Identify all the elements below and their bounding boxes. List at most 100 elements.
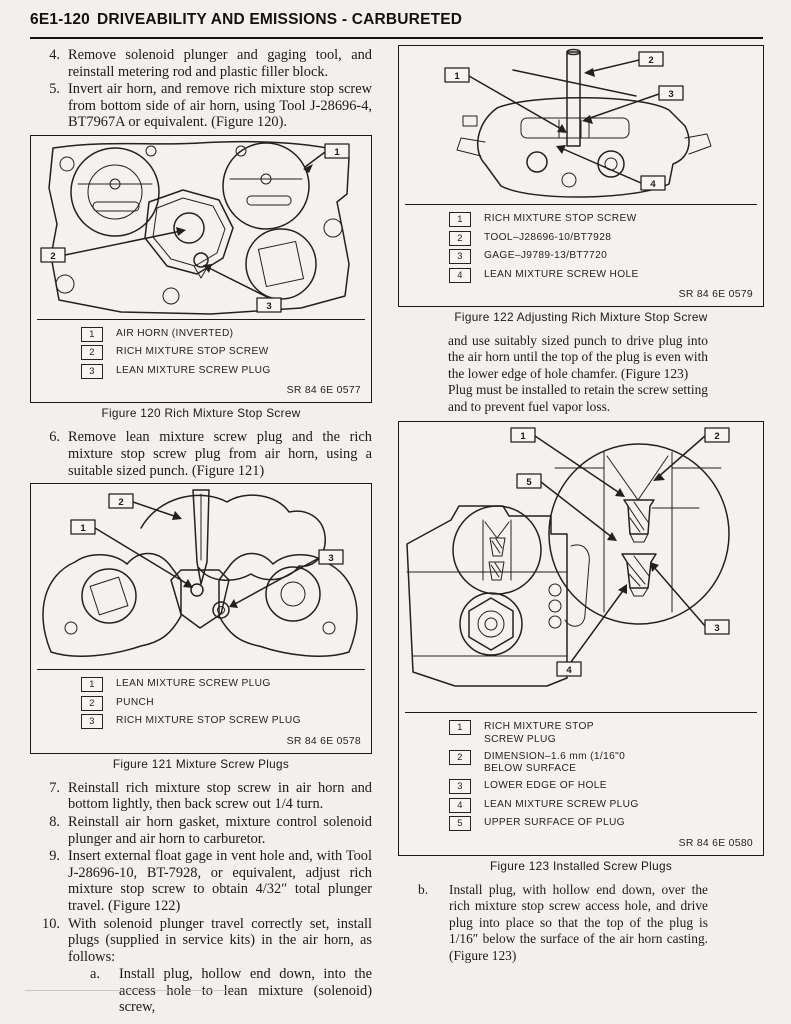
legend-number: 3 [81,714,103,730]
legend-number: 2 [81,345,103,361]
step-10: 10. With solenoid plunger travel correct… [30,916,372,966]
legend-number: 1 [81,326,103,342]
svg-text:1: 1 [454,71,460,82]
callout-1: 1 [510,427,625,498]
step-number: 4. [49,47,60,63]
figure-120-caption: Figure 120 Rich Mixture Stop Screw [101,406,301,421]
callout-2: 2 [653,427,730,482]
figure-120-legend: 1 AIR HORN (INVERTED) 2 RICH MIXTURE STO… [31,320,371,385]
callout-3: 3 [203,263,282,313]
step-5: 5. Invert air horn, and remove rich mixt… [30,81,372,131]
figure-121-box: 2 1 3 1 LEAN MIXTURE SCREW PLUG 2 [30,483,372,754]
callout-1: 1 [70,519,193,589]
figure-rule [37,318,365,320]
callout-5: 5 [516,473,617,542]
legend-row: 2 PUNCH [81,695,361,711]
figure-121-drawing: 2 1 3 [42,489,358,658]
legend-label: UPPER SURFACE OF PLUG [484,817,625,829]
sr-code: SR 84 6E 0579 [678,289,753,300]
substep-letter: a. [90,966,100,983]
note-paragraph: Plug must be installed to retain the scr… [448,382,708,414]
carburetor-body [477,97,690,198]
figure-rule [405,204,757,205]
figure-120-drawing: 1 2 3 [40,140,350,315]
step-9: 9. Insert external float gage in vent ho… [30,848,372,914]
punch-shape [192,489,210,585]
page-title: DRIVEABILITY AND EMISSIONS - CARBURETED [97,11,463,28]
legend-number: 2 [449,230,471,246]
callout-2: 2 [584,51,664,77]
legend-number: 4 [449,267,471,283]
continuation-paragraph: and use suitably sized punch to drive pl… [448,333,708,381]
svg-text:2: 2 [714,431,719,442]
legend-label: LEAN MIXTURE SCREW PLUG [116,364,271,376]
step-text: Insert external float gage in vent hole … [68,848,372,914]
air-horn-outline [48,140,350,315]
legend-label: RICH MIXTURE STOP SCREW PLUG [116,715,301,727]
legend-row: 3 RICH MIXTURE STOP SCREW PLUG [81,714,361,730]
legend-label: GAGE–J9789-13/BT7720 [484,250,608,261]
legend-label: LEAN MIXTURE SCREW HOLE [484,268,639,280]
svg-text:1: 1 [334,147,340,158]
legend-label: AIR HORN (INVERTED) [116,327,234,339]
legend-row: 2 TOOL–J28696-10/BT7928 [449,230,753,246]
step-number: 10. [42,915,60,932]
legend-label: DIMENSION–1.6 mm (1/16"0 BELOW SURFACE [484,750,626,775]
legend-label: PUNCH [116,696,154,708]
step-text: Remove lean mixture screw plug and the r… [68,429,372,479]
figure-123-caption: Figure 123 Installed Screw Plugs [489,858,673,873]
figure-rule [37,669,365,671]
legend-number: 3 [81,363,103,379]
step-text: Remove solenoid plunger and gaging tool,… [68,47,372,80]
screw-plug-hole [190,583,204,597]
svg-text:3: 3 [266,301,271,312]
legend-number: 1 [449,212,471,227]
figure-122-legend: 1 RICH MIXTURE STOP SCREW 2 TOOL–J28696-… [399,205,763,288]
step-number: 8. [49,813,60,830]
svg-text:2: 2 [118,497,123,508]
callout-1: 1 [444,67,567,133]
step-text: With solenoid plunger travel correctly s… [68,915,372,965]
legend-label: RICH MIXTURE STOP SCREW PLUG [484,721,594,745]
svg-text:4: 4 [566,665,572,676]
callout-2: 2 [40,226,186,263]
figure-122-caption: Figure 122 Adjusting Rich Mixture Stop S… [454,310,708,324]
lower-plug [621,553,657,589]
legend-row: 1 RICH MIXTURE STOP SCREW PLUG [449,720,753,746]
substep-text: Install plug, hollow end down, into the … [119,966,372,1016]
step-7: 7. Reinstall rich mixture stop screw in … [30,780,372,813]
page-header: 6E1-120 DRIVEABILITY AND EMISSIONS - CARB… [30,11,763,39]
legend-label: LOWER EDGE OF HOLE [484,780,607,792]
figure-rule [405,712,757,714]
legend-number: 5 [449,816,471,832]
callout-1: 1 [303,143,350,173]
sr-code: SR 84 6E 0580 [678,837,753,849]
legend-row: 1 RICH MIXTURE STOP SCREW [449,212,753,227]
svg-text:2: 2 [648,55,653,66]
step-number: 7. [49,779,60,796]
legend-row: 3 LOWER EDGE OF HOLE [449,779,753,795]
substep-letter: b. [418,881,429,897]
legend-number: 1 [449,720,471,736]
callout-3: 3 [582,85,684,124]
legend-number: 1 [81,677,103,693]
legend-number: 3 [449,249,471,264]
section-code: 6E1-120 [30,11,91,28]
right-column: 1 2 3 4 1 [398,45,764,964]
svg-text:4: 4 [650,179,656,190]
callout-3: 3 [229,549,344,609]
figure-121-caption: Figure 121 Mixture Screw Plugs [112,756,290,771]
svg-text:1: 1 [520,431,526,442]
lean-mixture-screw-plug-hole [193,252,209,268]
figure-123-box: 1 2 5 4 [398,421,764,856]
step-4: 4. Remove solenoid plunger and gaging to… [30,47,372,80]
legend-row: 1 LEAN MIXTURE SCREW PLUG [81,677,361,693]
legend-row: 3 LEAN MIXTURE SCREW PLUG [81,363,361,379]
callout-4: 4 [556,584,627,677]
figure-123-legend: 1 RICH MIXTURE STOP SCREW PLUG 2 DIMENSI… [399,713,763,837]
legend-number: 4 [449,797,471,813]
step-6: 6. Remove lean mixture screw plug and th… [30,429,372,479]
air-horn-right-wing [218,553,358,658]
svg-text:5: 5 [526,477,532,488]
legend-number: 2 [81,695,103,711]
